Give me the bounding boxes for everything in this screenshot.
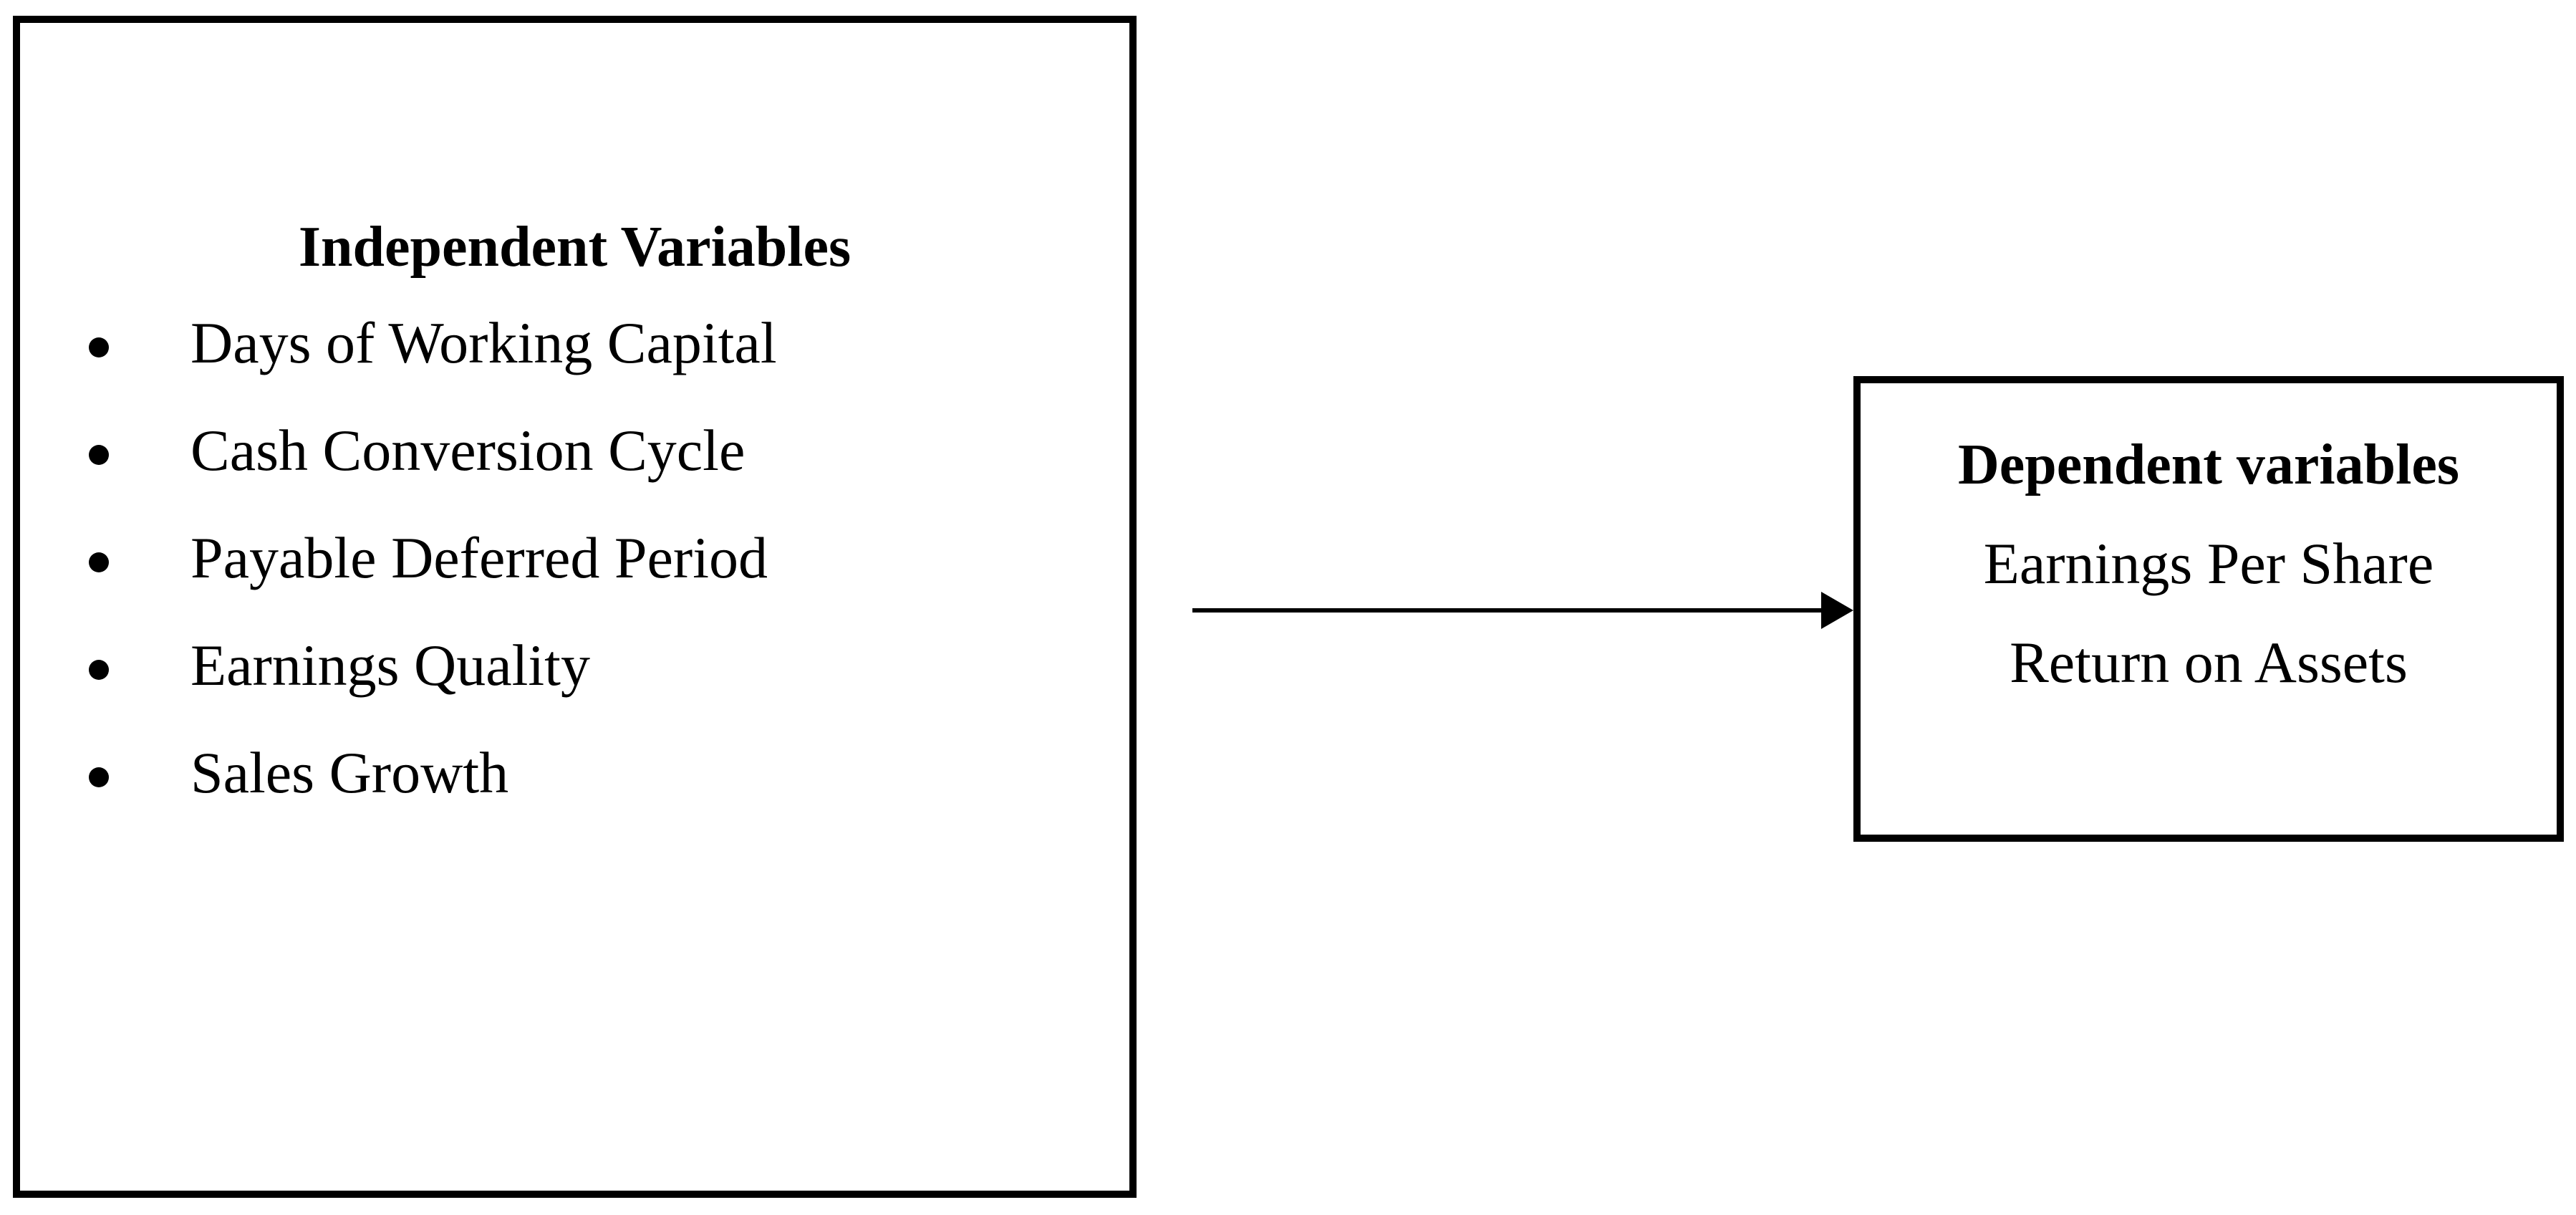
list-item-label: Days of Working Capital bbox=[190, 310, 777, 375]
bullet-icon bbox=[89, 660, 109, 680]
dependent-variables-text: Dependent variables Earnings Per Share R… bbox=[1861, 416, 2557, 712]
list-item: Days of Working Capital bbox=[20, 289, 1129, 397]
list-item: Sales Growth bbox=[20, 719, 1129, 827]
list-item-label: Payable Deferred Period bbox=[190, 525, 768, 590]
independent-variables-box: Independent Variables Days of Working Ca… bbox=[13, 16, 1137, 1198]
list-item: Payable Deferred Period bbox=[20, 504, 1129, 612]
list-item-label: Sales Growth bbox=[190, 740, 509, 805]
list-item: Earnings Quality bbox=[20, 612, 1129, 719]
bullet-icon bbox=[89, 337, 109, 357]
independent-variables-title: Independent Variables bbox=[298, 216, 852, 279]
bullet-icon bbox=[89, 552, 109, 572]
dependent-variable-item: Return on Assets bbox=[2010, 630, 2408, 695]
dependent-variables-box: Dependent variables Earnings Per Share R… bbox=[1853, 376, 2564, 842]
list-item-label: Earnings Quality bbox=[190, 633, 590, 698]
bullet-icon bbox=[89, 445, 109, 465]
list-item: Cash Conversion Cycle bbox=[20, 397, 1129, 504]
dependent-variables-title: Dependent variables bbox=[1958, 433, 2459, 496]
bullet-icon bbox=[89, 767, 109, 787]
list-item-label: Cash Conversion Cycle bbox=[190, 418, 746, 483]
arrow-right-icon bbox=[1192, 592, 1853, 629]
dependent-variable-item: Earnings Per Share bbox=[1983, 531, 2434, 596]
independent-variables-list: Days of Working Capital Cash Conversion … bbox=[20, 289, 1129, 827]
